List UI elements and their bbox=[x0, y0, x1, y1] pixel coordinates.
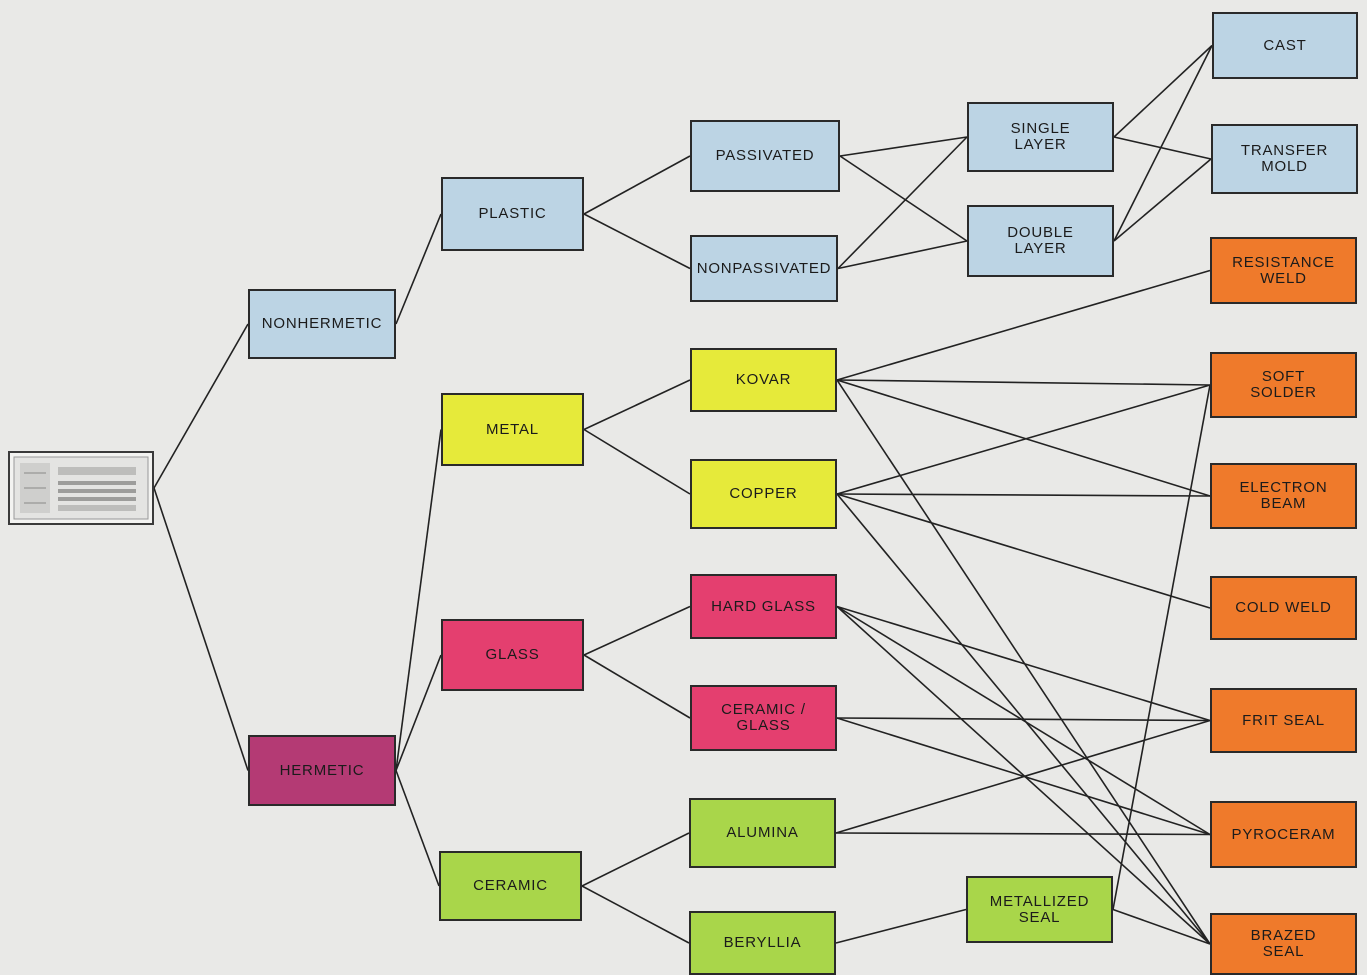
edge-kovar-to-resistance_weld bbox=[836, 269, 1211, 381]
edge-single_layer-to-transfer_mold bbox=[1113, 136, 1212, 160]
edge-plastic-to-nonpassivated bbox=[583, 213, 691, 270]
node-double-layer: DOUBLE LAYER bbox=[967, 205, 1114, 277]
edge-chip-to-hermetic bbox=[153, 487, 249, 771]
node-pyroceram: PYROCERAM bbox=[1210, 801, 1357, 868]
edge-kovar-to-brazed_seal bbox=[836, 379, 1211, 945]
edge-single_layer-to-cast bbox=[1113, 44, 1213, 138]
edge-hermetic-to-ceramic bbox=[395, 770, 440, 887]
edge-nonpassivated-to-double_layer bbox=[837, 240, 968, 270]
edge-copper-to-soft_solder bbox=[836, 384, 1211, 495]
edge-metal-to-kovar bbox=[583, 379, 691, 431]
chip-image-icon bbox=[8, 451, 154, 525]
edge-glass-to-hard_glass bbox=[583, 605, 691, 656]
edge-copper-to-cold_weld bbox=[836, 493, 1211, 609]
edge-hard_glass-to-brazed_seal bbox=[836, 605, 1211, 945]
edge-ceramic-to-beryllia bbox=[581, 885, 690, 944]
edge-chip-to-nonhermetic bbox=[153, 323, 249, 489]
node-cold-weld: COLD WELD bbox=[1210, 576, 1357, 640]
edge-double_layer-to-transfer_mold bbox=[1113, 158, 1212, 242]
node-single-layer: SINGLE LAYER bbox=[967, 102, 1114, 172]
node-soft-solder: SOFT SOLDER bbox=[1210, 352, 1357, 418]
edge-beryllia-to-metallized_seal bbox=[835, 908, 967, 944]
node-ceramic: CERAMIC bbox=[439, 851, 582, 921]
node-plastic: PLASTIC bbox=[441, 177, 584, 251]
edge-metallized_seal-to-soft_solder bbox=[1112, 384, 1211, 910]
edge-nonpassivated-to-single_layer bbox=[837, 136, 968, 270]
node-nonpassivated: NONPASSIVATED bbox=[690, 235, 838, 302]
edge-passivated-to-single_layer bbox=[839, 136, 968, 157]
edge-alumina-to-pyroceram bbox=[835, 832, 1211, 836]
node-transfer-mold: TRANSFER MOLD bbox=[1211, 124, 1358, 194]
node-frit-seal: FRIT SEAL bbox=[1210, 688, 1357, 753]
edge-kovar-to-soft_solder bbox=[836, 379, 1211, 386]
edge-hard_glass-to-pyroceram bbox=[836, 605, 1211, 836]
edge-metal-to-copper bbox=[583, 428, 691, 495]
node-cast: CAST bbox=[1212, 12, 1358, 79]
edge-plastic-to-passivated bbox=[583, 155, 691, 215]
edge-ceramic-to-alumina bbox=[581, 832, 690, 887]
node-brazed-seal: BRAZED SEAL bbox=[1210, 913, 1357, 975]
edge-passivated-to-double_layer bbox=[839, 155, 968, 242]
node-metallized-seal: METALLIZED SEAL bbox=[966, 876, 1113, 943]
node-copper: COPPER bbox=[690, 459, 837, 529]
edge-kovar-to-electron_beam bbox=[836, 379, 1211, 497]
node-resistance-weld: RESISTANCE WELD bbox=[1210, 237, 1357, 304]
node-kovar: KOVAR bbox=[690, 348, 837, 412]
edge-glass-to-ceramic_glass bbox=[583, 654, 691, 719]
node-passivated: PASSIVATED bbox=[690, 120, 840, 192]
edge-nonhermetic-to-plastic bbox=[395, 213, 442, 325]
edge-hard_glass-to-frit_seal bbox=[836, 605, 1211, 722]
node-electron-beam: ELECTRON BEAM bbox=[1210, 463, 1357, 529]
node-hard-glass: HARD GLASS bbox=[690, 574, 837, 639]
node-ceramic-glass: CERAMIC / GLASS bbox=[690, 685, 837, 751]
node-alumina: ALUMINA bbox=[689, 798, 836, 868]
edge-alumina-to-frit_seal bbox=[835, 719, 1211, 834]
node-hermetic: HERMETIC bbox=[248, 735, 396, 806]
node-glass: GLASS bbox=[441, 619, 584, 691]
edge-hermetic-to-metal bbox=[395, 429, 442, 771]
edge-double_layer-to-cast bbox=[1113, 45, 1213, 242]
edge-metallized_seal-to-brazed_seal bbox=[1112, 908, 1211, 945]
node-nonhermetic: NONHERMETIC bbox=[248, 289, 396, 359]
edge-copper-to-electron_beam bbox=[836, 493, 1211, 497]
edge-hermetic-to-glass bbox=[395, 654, 442, 771]
node-beryllia: BERYLLIA bbox=[689, 911, 836, 975]
node-metal: METAL bbox=[441, 393, 584, 466]
